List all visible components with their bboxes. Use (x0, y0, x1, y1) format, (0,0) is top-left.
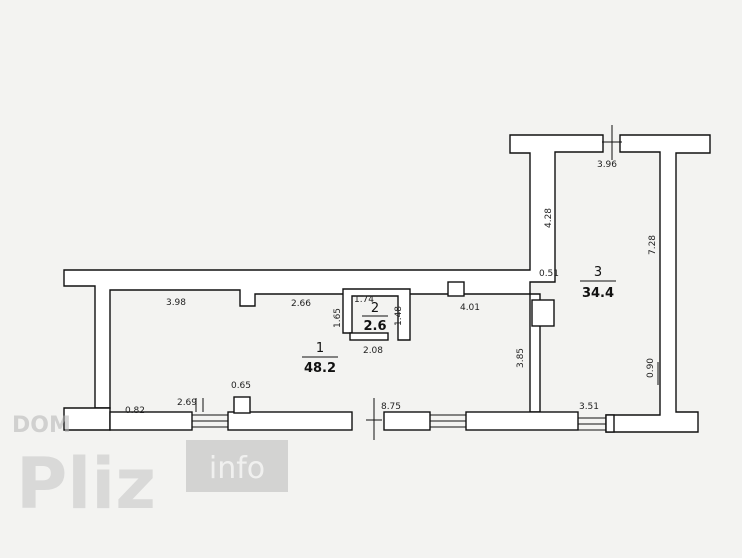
room-2-area: 2.6 (363, 319, 386, 334)
room-3-number: 3 (594, 265, 602, 280)
wall-bottom-6 (605, 414, 615, 433)
wall-bottom-3 (227, 411, 353, 431)
wall-bottom-pier (233, 396, 251, 414)
dim-label: 1.48 (394, 306, 404, 326)
room-1-number: 1 (316, 341, 324, 356)
watermark-box (186, 440, 288, 492)
door-stub (531, 299, 555, 327)
windows (192, 398, 606, 431)
dim-label: 0.90 (646, 358, 656, 378)
bath-partition-bottom (349, 332, 389, 341)
wall-bottom-left (63, 407, 111, 431)
wall-bottom-4 (383, 411, 431, 431)
dim-label: 4.28 (544, 208, 554, 228)
dim-label: 1.65 (333, 308, 343, 328)
room-1-area: 48.2 (304, 361, 336, 376)
dim-label: 3.85 (516, 348, 526, 368)
dim-label: 7.28 (648, 235, 658, 255)
axis-marks (366, 125, 659, 440)
watermark-main: Pliz (16, 443, 156, 525)
wall-bathroom (342, 288, 411, 341)
dim-label: 2.08 (363, 346, 383, 356)
wall-bottom-2 (109, 411, 193, 431)
dim-label: 2.66 (291, 299, 311, 309)
dim-label: 0.51 (539, 269, 559, 279)
dim-label: 4.01 (460, 303, 480, 313)
dim-label: 1.74 (354, 295, 374, 305)
walls (63, 134, 711, 433)
watermark-suffix: info (209, 451, 265, 486)
dimension-labels: 3.98 2.66 1.74 1.65 1.48 2.08 4.01 3.85 … (125, 160, 658, 416)
dim-label: 0.65 (231, 381, 251, 391)
dim-label: 3.96 (597, 160, 617, 170)
room-labels: 1 48.2 2 2.6 3 34.4 (302, 265, 616, 376)
room-3-area: 34.4 (582, 286, 614, 301)
watermark-top: DOM (12, 413, 71, 438)
watermark: DOM Pliz info (12, 413, 288, 525)
wall-right-top (605, 134, 711, 433)
dim-label: 3.51 (579, 402, 599, 412)
dim-label: 8.75 (381, 402, 401, 412)
dim-label: 3.98 (166, 298, 186, 308)
wall-stub-401 (447, 281, 465, 297)
dim-label: 2.69 (177, 398, 197, 408)
room-2-number: 2 (371, 301, 379, 316)
dim-label: 0.82 (125, 406, 145, 416)
wall-bottom-5 (465, 411, 579, 431)
